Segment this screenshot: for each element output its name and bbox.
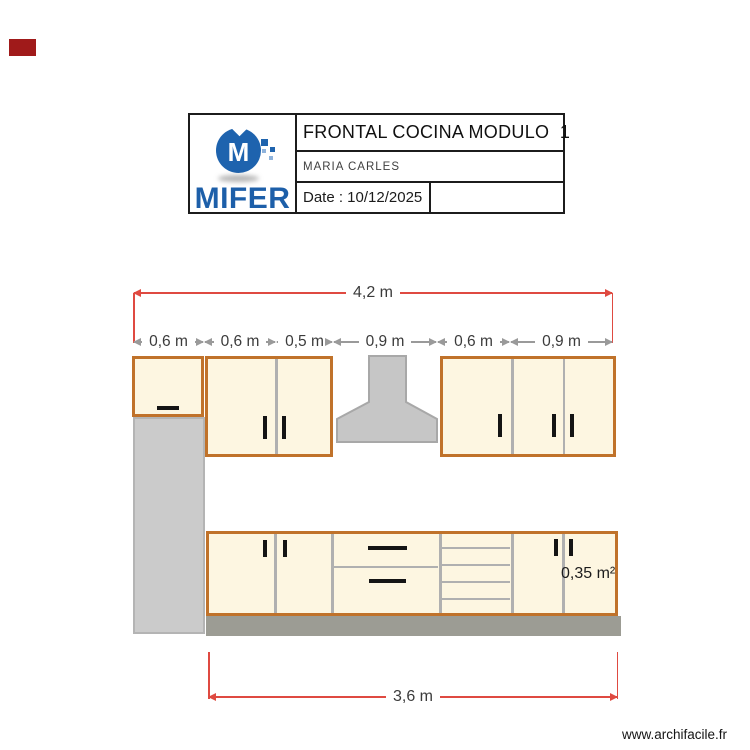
- watermark-link[interactable]: www.archifacile.fr: [622, 727, 728, 742]
- extension-line: [611, 293, 613, 343]
- logo-pixel-icon: [269, 156, 273, 160]
- door-handle: [263, 540, 267, 557]
- cooker-hood: [336, 355, 438, 443]
- company-logo: M MIFER: [190, 115, 297, 215]
- dimension-total-width: 4,2 m: [133, 285, 613, 301]
- door-handle: [263, 416, 267, 439]
- logo-monogram-icon: M: [227, 137, 250, 167]
- door-divider: [439, 534, 442, 613]
- drawer-divider: [334, 565, 438, 568]
- plinth: [206, 616, 621, 636]
- door-handle: [157, 406, 179, 410]
- door-divider: [511, 534, 514, 613]
- dimension-segment: 0,9 m: [333, 334, 437, 350]
- dimension-segment: 0,6 m: [133, 334, 204, 350]
- dimension-base-width: 3,6 m: [208, 689, 618, 705]
- door-handle: [282, 416, 286, 439]
- date-field: Date : 10/12/2025: [297, 183, 431, 212]
- drawer-divider: [441, 580, 510, 583]
- title-block-fields: FRONTAL COCINA MODULO 1 MARIA CARLES Dat…: [297, 115, 570, 212]
- logo-pixel-icon: [270, 147, 275, 152]
- title-block: M MIFER FRONTAL COCINA MODULO 1 MARIA CA…: [188, 113, 570, 215]
- wall-cabinet-right: [440, 356, 616, 457]
- dimension-segment: 0,6 m: [437, 334, 510, 350]
- door-handle: [570, 414, 574, 437]
- brand-name: MIFER: [194, 182, 291, 215]
- door-handle: [283, 540, 287, 557]
- door-divider: [511, 359, 514, 454]
- door-handle: [569, 539, 573, 556]
- logo-pixel-icon: [262, 149, 266, 153]
- door-divider: [275, 359, 278, 454]
- red-marker: [9, 39, 36, 56]
- drawer-handle: [369, 579, 406, 583]
- wall-cabinet-left: [205, 356, 333, 457]
- door-divider: [331, 534, 334, 613]
- extension-line: [616, 652, 618, 699]
- door-handle: [552, 414, 556, 437]
- dimension-segment: 0,5 m: [276, 334, 333, 350]
- title-block-bottom-row: Date : 10/12/2025: [297, 183, 563, 212]
- drawer-handle: [368, 546, 407, 550]
- drawer-divider: [441, 597, 510, 600]
- drawer-divider: [441, 546, 510, 549]
- drawing-title: FRONTAL COCINA MODULO 1: [297, 115, 570, 152]
- extension-line: [133, 293, 135, 343]
- area-label: 0,35 m²: [561, 565, 616, 582]
- dimension-segment: 0,9 m: [510, 334, 613, 350]
- extension-line: [208, 652, 210, 699]
- tall-fridge-panel: [133, 417, 205, 634]
- drawer-divider: [441, 563, 510, 566]
- door-divider: [562, 534, 565, 613]
- logo-shadow: [218, 175, 259, 182]
- door-handle: [498, 414, 502, 437]
- empty-cell: [431, 183, 563, 212]
- door-divider: [562, 359, 565, 454]
- dimension-segment: 0,6 m: [204, 334, 276, 350]
- client-name: MARIA CARLES: [297, 152, 563, 183]
- door-divider: [274, 534, 277, 613]
- logo-pixel-icon: [261, 139, 268, 146]
- door-handle: [554, 539, 558, 556]
